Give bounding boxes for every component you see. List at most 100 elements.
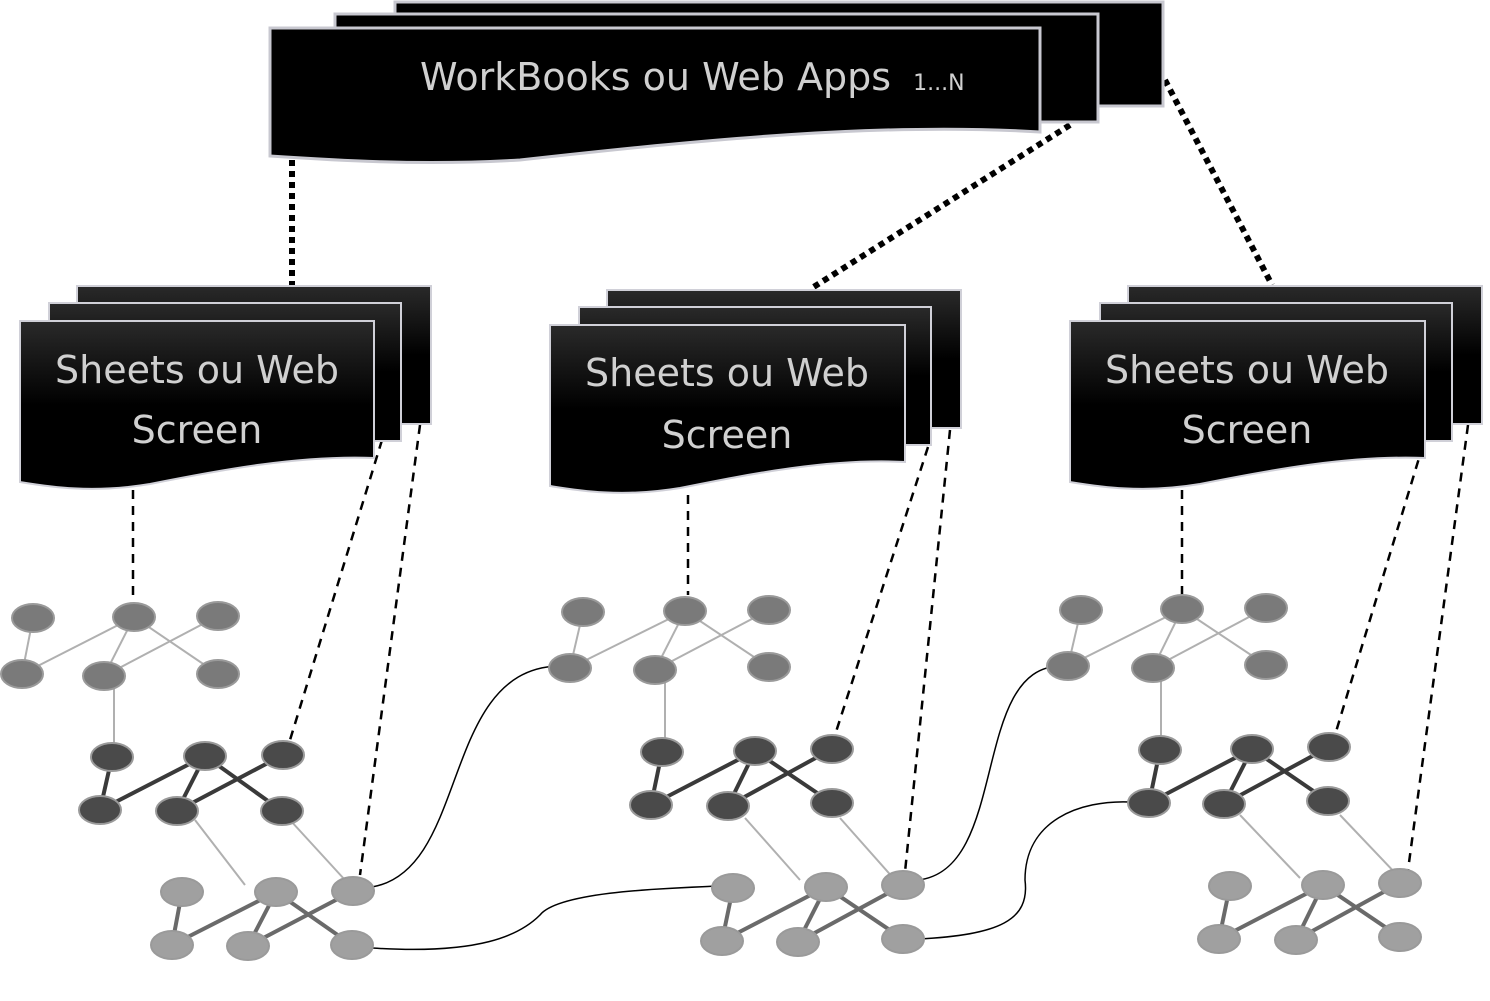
cluster-2a xyxy=(548,595,791,685)
cluster-1a-node xyxy=(0,659,44,689)
cluster-1a xyxy=(0,601,240,691)
cluster-3c-node xyxy=(1274,925,1318,955)
cluster-2b-node xyxy=(810,734,854,764)
cluster-1b-to-1c-link xyxy=(194,819,246,886)
link-g2c-to-g3a xyxy=(917,665,1063,881)
workbook-to-sheet-3-connector xyxy=(1162,78,1275,287)
sheet-2c-to-graph-3-connector xyxy=(903,429,952,873)
cluster-3a-edge xyxy=(1067,608,1183,667)
sheet-3-label-line1: Sheets ou Web xyxy=(1105,348,1389,392)
cluster-2c-node xyxy=(700,926,744,956)
cluster-3b-node xyxy=(1230,734,1274,764)
cluster-3a-node xyxy=(1244,650,1288,680)
sheet-3-front xyxy=(1069,320,1426,490)
cluster-3b-node xyxy=(1202,789,1246,819)
cluster-2b-node xyxy=(640,737,684,767)
sheet-2-label-line2: Screen xyxy=(662,413,793,457)
cluster-3c-node xyxy=(1208,871,1252,901)
cluster-2b-to-2c-link-2 xyxy=(839,817,896,881)
cluster-1b xyxy=(78,740,305,826)
cluster-1b-node xyxy=(261,740,305,770)
sheet-1b-to-graph-2-connector xyxy=(288,439,384,741)
cluster-3a-node xyxy=(1131,653,1175,683)
cluster-2b-node xyxy=(733,736,777,766)
sheet-stack-1: Sheets ou Web Screen xyxy=(19,285,432,490)
sheet-1-front xyxy=(19,320,375,490)
workbook-front xyxy=(268,26,1042,165)
cluster-3a-edge xyxy=(1152,607,1267,669)
sheet-to-graph-connectors xyxy=(131,424,1470,876)
cluster-2c-node xyxy=(804,872,848,902)
cluster-3b-to-3c-link-2 xyxy=(1339,814,1401,879)
cluster-3b-to-3c-link xyxy=(1239,814,1301,879)
cluster-2c-edge xyxy=(797,883,904,944)
cluster-3a-node xyxy=(1059,595,1103,625)
link-g1c-to-g2c xyxy=(371,885,719,951)
node-graphs xyxy=(0,593,1422,961)
cluster-2a-node xyxy=(561,597,605,627)
cluster-2b-node xyxy=(706,791,750,821)
cluster-1a-node xyxy=(82,661,126,691)
workbook-connectors xyxy=(289,78,1275,291)
cluster-1c xyxy=(150,876,375,961)
sheet-2b-to-graph-2-connector xyxy=(833,446,930,736)
cluster-3b-node xyxy=(1306,786,1350,816)
cluster-2b xyxy=(629,734,854,821)
cluster-3a xyxy=(1046,593,1288,683)
cluster-1a-edge xyxy=(21,616,135,675)
workbook-to-sheet-2-connector xyxy=(810,122,1072,291)
cluster-2a-node xyxy=(548,653,592,683)
cluster-1a-node xyxy=(196,659,240,689)
cluster-1c-edge xyxy=(247,889,354,948)
cluster-1a-node xyxy=(112,602,156,632)
cluster-2a-edge xyxy=(654,609,770,671)
cluster-3c-node xyxy=(1378,922,1422,952)
cluster-2b-edge xyxy=(727,747,833,808)
cluster-3c-node xyxy=(1378,868,1422,898)
cluster-1c-node xyxy=(330,930,374,960)
cluster-2c-node xyxy=(881,870,925,900)
cluster-2b-to-2c-link xyxy=(744,817,801,881)
sheet-1c-to-graph-3-connector xyxy=(358,424,422,876)
cluster-3b-node xyxy=(1127,788,1171,818)
cluster-2c-node xyxy=(711,873,755,903)
cluster-3b xyxy=(1127,732,1351,819)
sheet-2-front xyxy=(549,324,906,494)
cluster-1b-edge xyxy=(176,753,284,813)
cluster-1a-edge xyxy=(103,615,219,677)
cluster-1b-node xyxy=(183,741,227,771)
sheet-3-label-line2: Screen xyxy=(1182,408,1313,452)
cluster-3c-node xyxy=(1197,924,1241,954)
cluster-3a-node xyxy=(1244,593,1288,623)
cluster-1a-node xyxy=(11,603,55,633)
cluster-1c-node xyxy=(160,877,204,907)
sheet-3b-to-graph-2-connector xyxy=(1333,444,1425,736)
cluster-3a-node xyxy=(1160,594,1204,624)
workbooks-stack: WorkBooks ou Web Apps 1...N xyxy=(268,0,1165,165)
cluster-1b-node xyxy=(78,795,122,825)
sheet-1-label-line1: Sheets ou Web xyxy=(55,348,339,392)
link-g1c-to-g2a xyxy=(371,665,559,888)
cluster-1b-to-1c-link-2 xyxy=(289,819,346,881)
sheet-2-label-line1: Sheets ou Web xyxy=(585,351,869,395)
cluster-1b-node xyxy=(260,796,304,826)
cluster-2a-node xyxy=(747,595,791,625)
cluster-1c-node xyxy=(331,876,375,906)
cluster-1b-node xyxy=(90,742,134,772)
cluster-3c-node xyxy=(1301,870,1345,900)
cluster-1c-node xyxy=(254,877,298,907)
cluster-3c-edge xyxy=(1295,881,1401,942)
cluster-2a-node xyxy=(633,655,677,685)
cluster-2b-node xyxy=(810,788,854,818)
cluster-2a-node xyxy=(663,596,707,626)
cluster-1c-node xyxy=(226,931,270,961)
cluster-3c xyxy=(1197,868,1422,955)
sheet-3c-to-graph-3-connector xyxy=(1406,424,1470,871)
cluster-2c-node xyxy=(776,927,820,957)
workbooks-title: WorkBooks ou Web Apps 1...N xyxy=(420,55,965,99)
cross-graph-links xyxy=(371,665,1131,951)
cluster-2c xyxy=(700,870,925,957)
cluster-2b-node xyxy=(629,790,673,820)
cluster-3a-node xyxy=(1046,651,1090,681)
